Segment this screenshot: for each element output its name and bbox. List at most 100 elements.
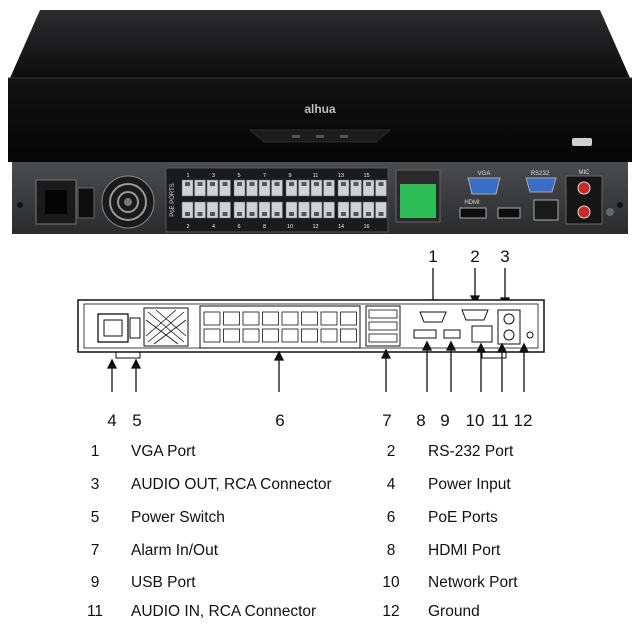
poe-port-outline (320, 328, 338, 343)
poe-ports-photo (181, 179, 387, 219)
device-photo: alhua PoE PORTS 12345678910111213141516 … (8, 10, 632, 234)
poe-port-jack (206, 201, 219, 219)
bottom-leader-lines (106, 340, 530, 392)
poe-port-jack (206, 179, 219, 197)
poe-port-jack (233, 201, 246, 219)
brand-logo: alhua (304, 102, 336, 116)
poe-port-outline (203, 311, 221, 326)
poe-port-number: 7 (263, 173, 266, 179)
poe-port-number: 4 (212, 224, 215, 230)
rs232-label: RS232 (531, 171, 550, 177)
callout-4: 4 (107, 411, 116, 430)
hdmi-port-photo (459, 207, 487, 219)
poe-port-number: 15 (363, 173, 369, 179)
legend-text: AUDIO OUT, RCA Connector (131, 476, 332, 493)
poe-port-jack (337, 179, 350, 197)
poe-port-number: 10 (287, 224, 293, 230)
power-input-outline (97, 313, 129, 343)
legend-num: 7 (90, 542, 100, 559)
poe-port-outline (223, 328, 240, 343)
poe-port-jack (298, 201, 310, 219)
poe-port-number: 9 (288, 173, 291, 179)
poe-port-jack (285, 179, 298, 197)
legend-num: 2 (386, 443, 396, 460)
poe-port-jack (233, 179, 246, 197)
poe-port-jack (271, 179, 283, 197)
legend-num: 12 (382, 603, 400, 620)
rs232-outline (461, 309, 489, 321)
poe-port-outline (301, 311, 318, 326)
poe-port-number: 13 (338, 173, 344, 179)
legend-row: 5 Power Switch 6 PoE Ports (0, 506, 640, 530)
callout-11: 11 (491, 411, 509, 430)
legend-text: HDMI Port (428, 542, 501, 559)
mic-label: MIC (579, 170, 591, 176)
hdmi-outline (413, 329, 437, 339)
callout-10: 10 (466, 411, 485, 430)
legend-num: 5 (90, 509, 100, 526)
rs232-port-photo (525, 177, 557, 193)
poe-port-jack (350, 179, 362, 197)
poe-port-outline (242, 328, 260, 343)
callout-1: 1 (428, 247, 437, 266)
poe-port-number: 6 (237, 224, 240, 230)
callout-5: 5 (132, 411, 141, 430)
poe-port-jack (219, 179, 231, 197)
poe-port-jack (194, 201, 206, 219)
poe-port-jack (246, 201, 258, 219)
power-switch-photo (77, 187, 95, 219)
vga-outline (419, 311, 447, 323)
callout-12: 12 (514, 411, 533, 430)
callout-7: 7 (382, 411, 391, 430)
poe-label: PoE PORTS (170, 183, 176, 217)
poe-port-outline (203, 328, 221, 343)
poe-port-outline (242, 311, 260, 326)
legend-text: RS-232 Port (428, 443, 514, 460)
legend-text: Ground (428, 603, 480, 620)
audio-out-photo (577, 181, 591, 195)
poe-port-number: 16 (363, 224, 369, 230)
poe-port-jack (375, 179, 387, 197)
audio-in-photo (577, 205, 591, 219)
poe-port-grid-outline (203, 311, 357, 343)
legend-row: 7 Alarm In/Out 8 HDMI Port (0, 539, 640, 563)
poe-port-block-photo (165, 167, 389, 233)
legend-row: 11 AUDIO IN, RCA Connector 12 Ground (0, 600, 640, 624)
port-legend: 1 VGA Port 2 RS-232 Port 3 AUDIO OUT, RC… (0, 436, 640, 628)
legend-text: Network Port (428, 574, 518, 591)
alarm-terminal-green (400, 184, 436, 218)
legend-text: USB Port (131, 574, 196, 591)
legend-text: Alarm In/Out (131, 542, 218, 559)
poe-port-jack (194, 179, 206, 197)
fan-outline (143, 307, 189, 347)
poe-port-jack (219, 201, 231, 219)
legend-num: 10 (382, 574, 400, 591)
legend-row: 3 AUDIO OUT, RCA Connector 4 Power Input (0, 473, 640, 497)
audio-outline (497, 309, 521, 345)
chassis-outline (77, 299, 545, 353)
legend-text: Power Input (428, 476, 511, 493)
network-outline (471, 325, 493, 343)
poe-port-outline (262, 328, 279, 343)
poe-port-outline (262, 311, 279, 326)
legend-num: 4 (386, 476, 396, 493)
device-front-panel (8, 78, 632, 162)
poe-port-outline (281, 311, 299, 326)
rear-panel-diagram: 1 2 3 (77, 247, 545, 430)
legend-text: VGA Port (131, 443, 196, 460)
legend-num: 8 (386, 542, 396, 559)
legend-text: PoE Ports (428, 509, 498, 526)
usb-front-port (572, 138, 592, 146)
poe-port-outline (223, 311, 240, 326)
poe-port-number: 1 (186, 173, 189, 179)
callout-8: 8 (416, 411, 425, 430)
poe-port-outline (340, 328, 357, 343)
vga-label: VGA (478, 171, 491, 177)
hdmi-label: HDMI (464, 200, 480, 206)
legend-text: AUDIO IN, RCA Connector (131, 603, 317, 620)
ground-outline (526, 331, 534, 339)
poe-port-jack (323, 201, 335, 219)
poe-port-jack (310, 201, 323, 219)
poe-port-jack (337, 201, 350, 219)
